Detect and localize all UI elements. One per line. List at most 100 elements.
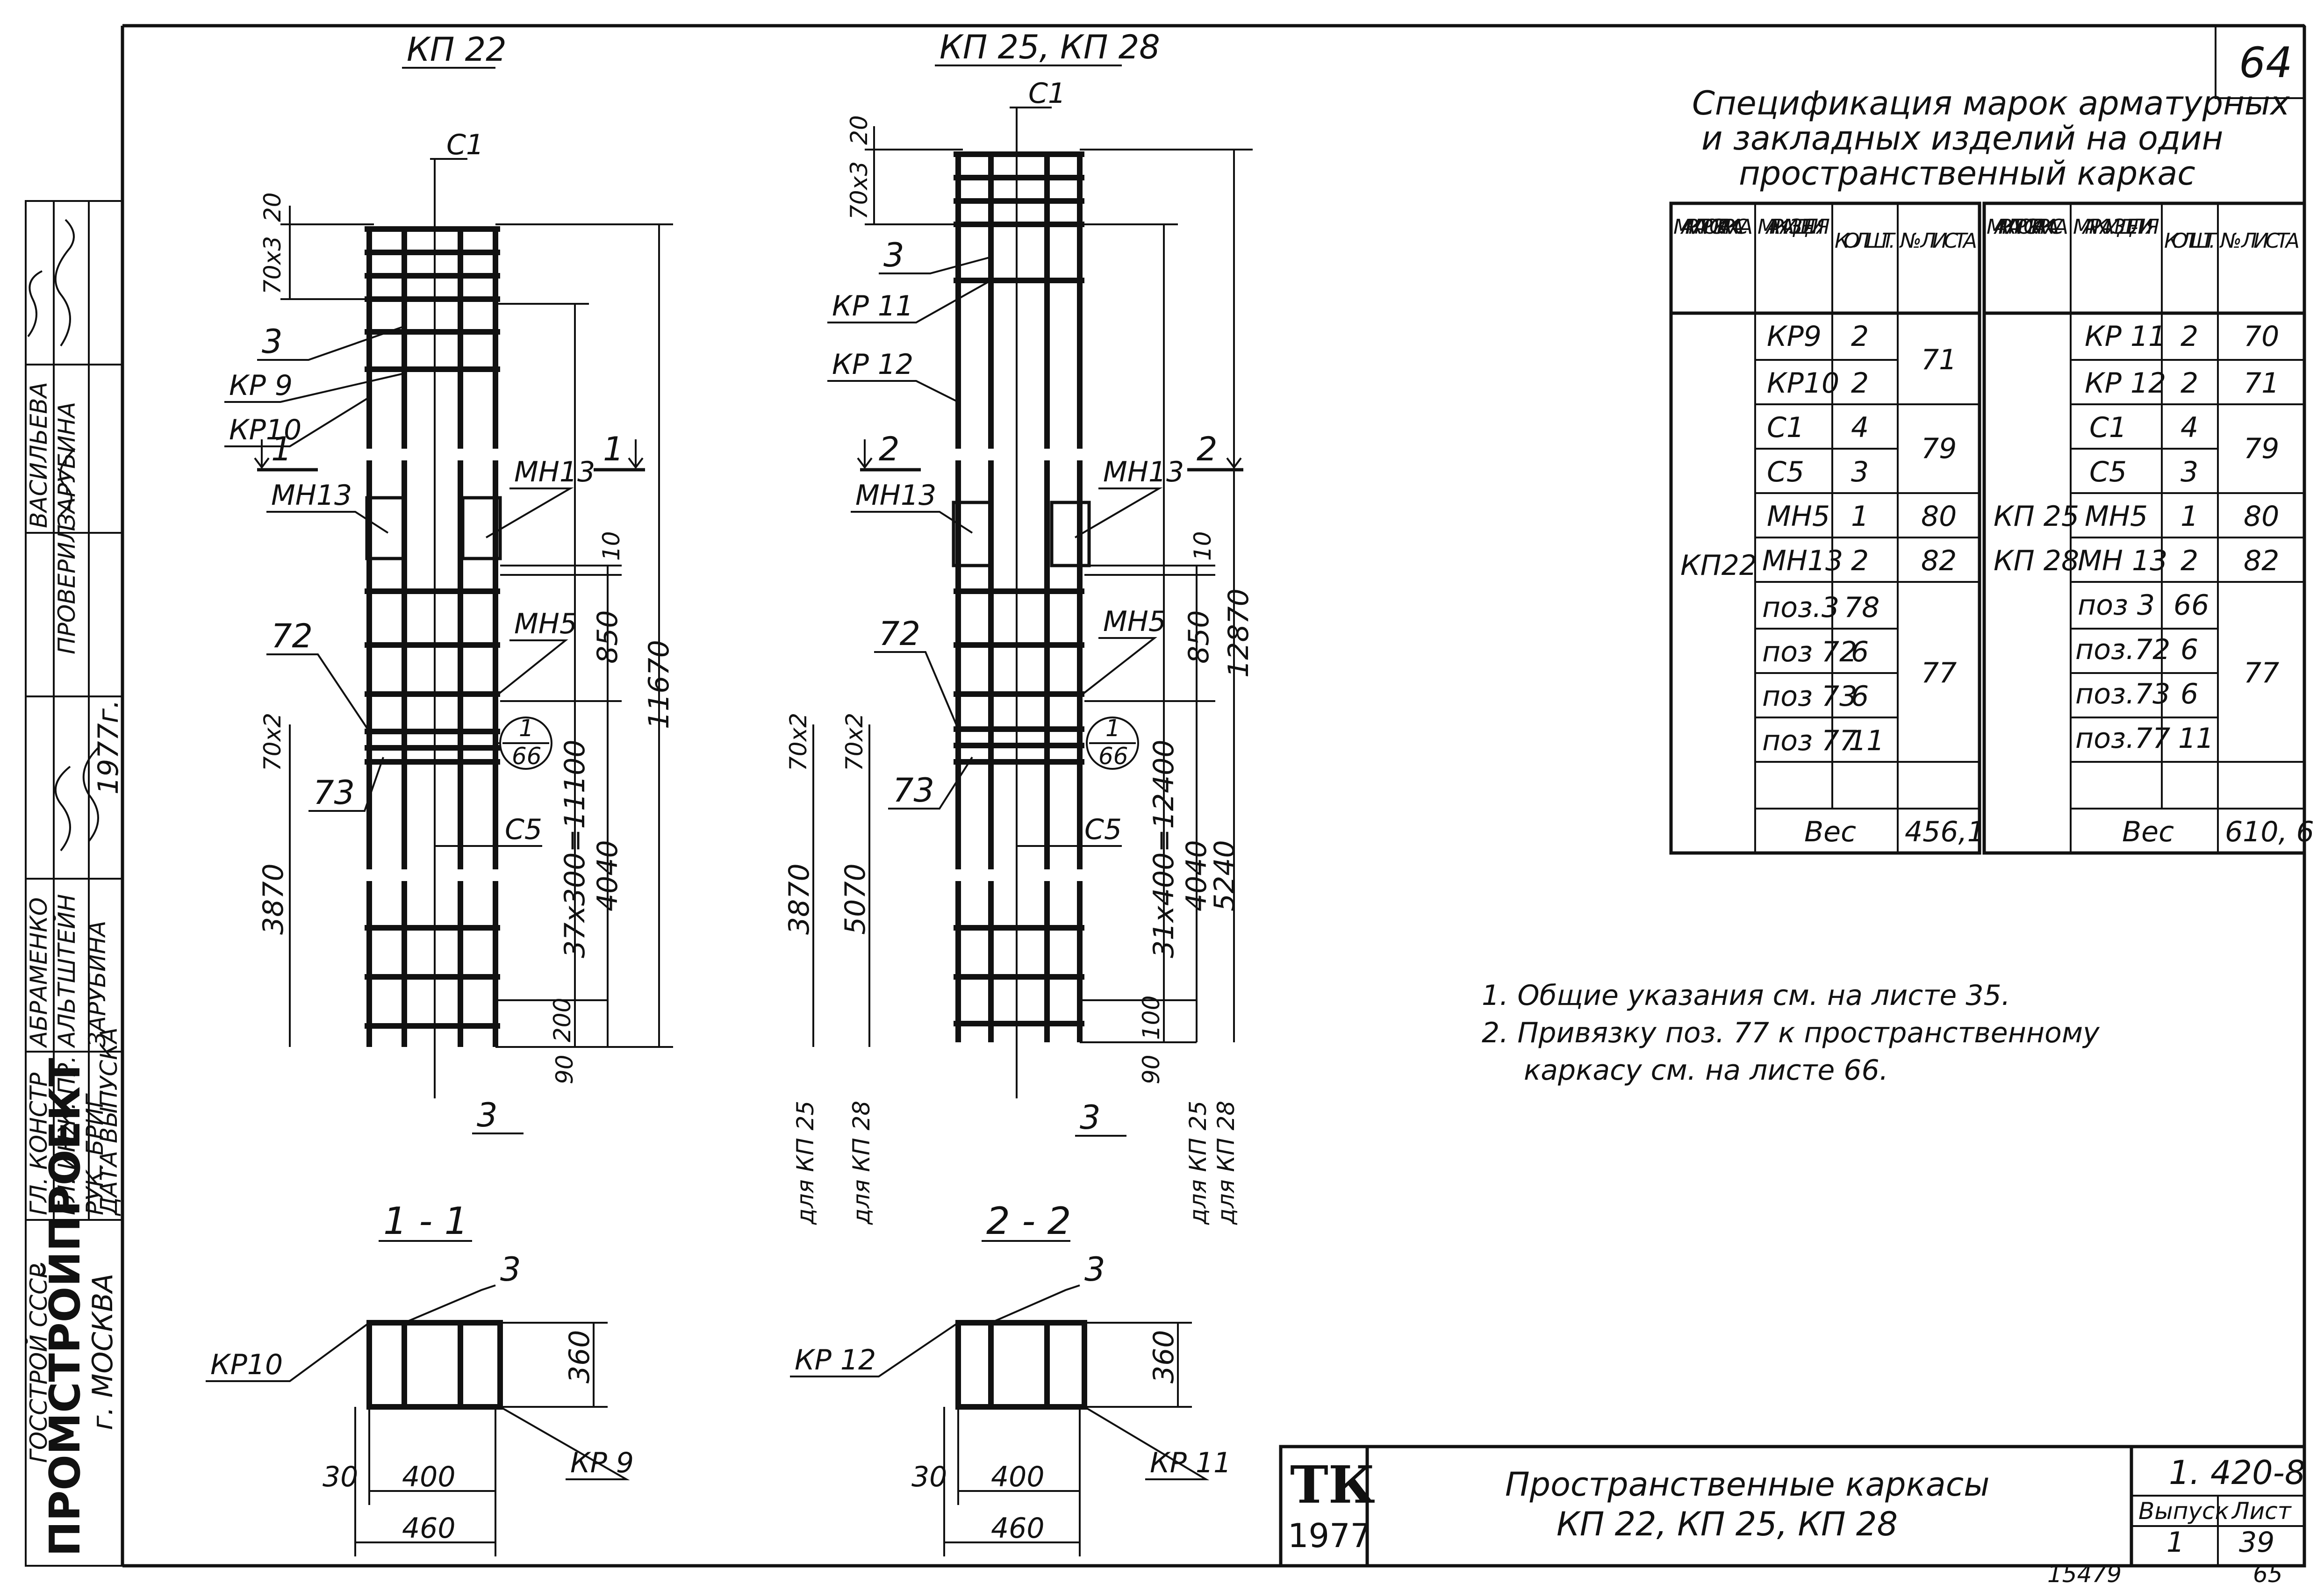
- kp22-dim-200: 200: [549, 998, 576, 1042]
- tb-title: Пространственные каркасы: [1505, 1465, 1990, 1504]
- spec-right-row-6-qty: 66: [2173, 589, 2209, 622]
- tb-year: 1977: [1288, 1517, 1371, 1555]
- kp25-dim-90: 90: [1138, 1054, 1165, 1084]
- spec-left-row-2-mark: С1: [1767, 411, 1804, 444]
- spec-title-line-3: пространственный каркас: [1739, 154, 2195, 193]
- title-block: ТК 1977 Пространственные каркасы КП 22, …: [1279, 1445, 2306, 1568]
- kp22-section-mark-right: 1: [603, 430, 624, 468]
- spec-right-row-3-mark: С5: [2089, 456, 2127, 488]
- spec-left-row-6-mark: поз.3: [1762, 591, 1839, 624]
- spec-right-h1: МАРКА ПРОСТР. КАРКАСА: [1987, 215, 2068, 239]
- kp25-callout-bottom: 66: [1098, 743, 1128, 770]
- kp25-dim-3870: 3870: [783, 863, 816, 935]
- kp25-for-label-4: для КП 28: [1212, 1101, 1240, 1225]
- section-1-1: 1 - 1 3 КР10 КР 9 360 400 30 460: [206, 1199, 634, 1556]
- note-2: 2. Привязку поз. 77 к пространственному: [1482, 1017, 2100, 1049]
- name-abramenko: АБРАМЕНКО: [25, 897, 52, 1048]
- frame-kp22: КП 22 С1: [224, 30, 675, 1134]
- spec-right-row-1-qty: 2: [2181, 367, 2198, 400]
- section-2-2: 2 - 2 3 КР 12 КР 11 360 400 30 460: [790, 1199, 1231, 1556]
- kp25-label-3-bottom: 3: [1080, 1098, 1101, 1137]
- kp22-dim-37x300: 37х300=11100: [559, 739, 591, 958]
- specification: Спецификация марок арматурных и закладны…: [1669, 84, 2314, 855]
- kp22-dim-top-small: 20: [259, 192, 286, 222]
- kp25-label-mn13-left: МН13: [855, 479, 936, 512]
- kp22-label-3-bottom: 3: [477, 1096, 498, 1134]
- spec-left-row-3-qty: 3: [1851, 456, 1869, 488]
- kp25-label-c5: С5: [1084, 813, 1122, 846]
- tb-code: 1. 420-8: [2169, 1454, 2305, 1492]
- spec-title-line-2: и закладных изделий на один: [1701, 119, 2223, 158]
- general-notes: 1. Общие указания см. на листе 35. 2. Пр…: [1482, 979, 2100, 1087]
- spec-left-row-4-mark: МН5: [1767, 500, 1830, 533]
- kp22-label-kr9: КР 9: [229, 369, 293, 402]
- spec-table-left: МАРКА ПРОСТР. КАРКАСА МАРКА ИЗДЕ-ЛИЯ КОЛ…: [1669, 201, 1985, 855]
- tb-sheet-label: Лист: [2231, 1498, 2292, 1525]
- spec-right-row-7-qty: 6: [2181, 633, 2198, 666]
- spec-right-row-7-mark: поз.72: [2075, 633, 2170, 666]
- kp25-dim-4040: 4040: [1180, 840, 1213, 911]
- spec-right-row-9-mark: поз.77: [2075, 722, 2170, 755]
- kp25-label-mn5: МН5: [1103, 605, 1166, 638]
- tb-issue-label: Выпуск: [2138, 1498, 2229, 1525]
- s22-left-label: КР 12: [795, 1344, 876, 1376]
- role-label-engineer: ГЛ. ИНЖ. ПР.: [53, 1055, 80, 1215]
- kp22-label-mn13-right: МН13: [514, 456, 595, 488]
- kp22-label-mn13-left: МН13: [271, 479, 352, 512]
- s22-width-400: 400: [991, 1461, 1045, 1493]
- kp22-callout-top: 1: [519, 715, 534, 742]
- kp25-dim-70x2-b: 70х2: [841, 713, 868, 771]
- s22-bar-label: 3: [1084, 1250, 1105, 1289]
- spec-left-h2: МАРКА ИЗДЕ-ЛИЯ: [1757, 215, 1830, 239]
- kp25-for-label-1: для КП 25: [792, 1101, 819, 1225]
- spec-left-row-3-mark: С5: [1767, 456, 1804, 488]
- spec-left-row-7-qty: 6: [1851, 636, 1869, 668]
- sheet-frame: [121, 24, 2306, 1568]
- tb-sheet: 39: [2239, 1526, 2274, 1559]
- kp22-label-mn5: МН5: [514, 608, 577, 640]
- kp22-dim-top: 70х3: [259, 236, 286, 294]
- spec-left-sheet-79: 79: [1921, 432, 1957, 465]
- kp22-dimensions: 20 70х3 70х2 3870 200 90 10 850 37х300=1…: [257, 192, 675, 1084]
- note-2-continued: каркасу см. на листе 66.: [1524, 1054, 1888, 1087]
- spec-right-h4: № ЛИСТА: [2219, 229, 2300, 253]
- kp25-for-label-2: для КП 28: [848, 1101, 875, 1225]
- kp25-section-mark-left: 2: [879, 430, 900, 468]
- s11-width-400: 400: [402, 1461, 456, 1493]
- kp22-label-72: 72: [271, 617, 313, 655]
- kp25-label-3-top: 3: [883, 236, 904, 274]
- kp22-dim-850: 850: [591, 610, 624, 664]
- spec-right-row-8-mark: поз.73: [2075, 678, 2170, 710]
- name-altshtein: АЛЬТШТЕЙН: [53, 894, 80, 1048]
- tb-issue: 1: [2166, 1526, 2184, 1559]
- spec-left-frame: КП22: [1680, 549, 1757, 582]
- spec-left-row-7-mark: поз 72: [1762, 636, 1857, 668]
- spec-right-row-0-qty: 2: [2181, 320, 2198, 353]
- kp25-dim-31x400: 31х400=12400: [1148, 739, 1180, 958]
- spec-left-weight: 456,1: [1905, 816, 1985, 848]
- kp22-c1-label: С1: [446, 129, 484, 161]
- kp25-dim-top: 70х3: [846, 161, 873, 220]
- sheet-number-box: 64: [2215, 25, 2305, 99]
- spec-right-row-4-mark: МН5: [2085, 500, 2148, 533]
- year-mark: 1977г.: [92, 700, 125, 795]
- spec-table-right: МАРКА ПРОСТР. КАРКАСА МАРКА ИЗДЕ-ЛИЯ КОЛ…: [1982, 201, 2314, 855]
- spec-right-row-5-qty: 2: [2181, 545, 2198, 577]
- checked-name-zarubina: ЗАРУБИНА: [53, 402, 80, 528]
- spec-right-row-8-qty: 6: [2181, 678, 2198, 710]
- kp25-label-kr12: КР 12: [832, 348, 913, 381]
- spec-left-row-4-qty: 1: [1851, 500, 1869, 533]
- kp25-dim-12870: 12870: [1222, 588, 1255, 678]
- spec-right-row-4-qty: 1: [2181, 500, 2198, 533]
- kp25-dim-70x2-a: 70х2: [785, 713, 812, 771]
- spec-left-row-9-mark: поз 77: [1762, 724, 1857, 757]
- spec-right-row-2-qty: 4: [2181, 411, 2198, 444]
- kp25-label-72: 72: [879, 615, 920, 653]
- spec-left-row-9-qty: 11: [1849, 724, 1884, 757]
- kp25-title: КП 25, КП 28: [940, 28, 1160, 66]
- s22-width-460: 460: [991, 1512, 1045, 1545]
- kp25-dim-10: 10: [1189, 531, 1216, 561]
- kp25-for-label-3: для КП 25: [1184, 1101, 1212, 1225]
- kp25-c1-label: С1: [1028, 77, 1066, 110]
